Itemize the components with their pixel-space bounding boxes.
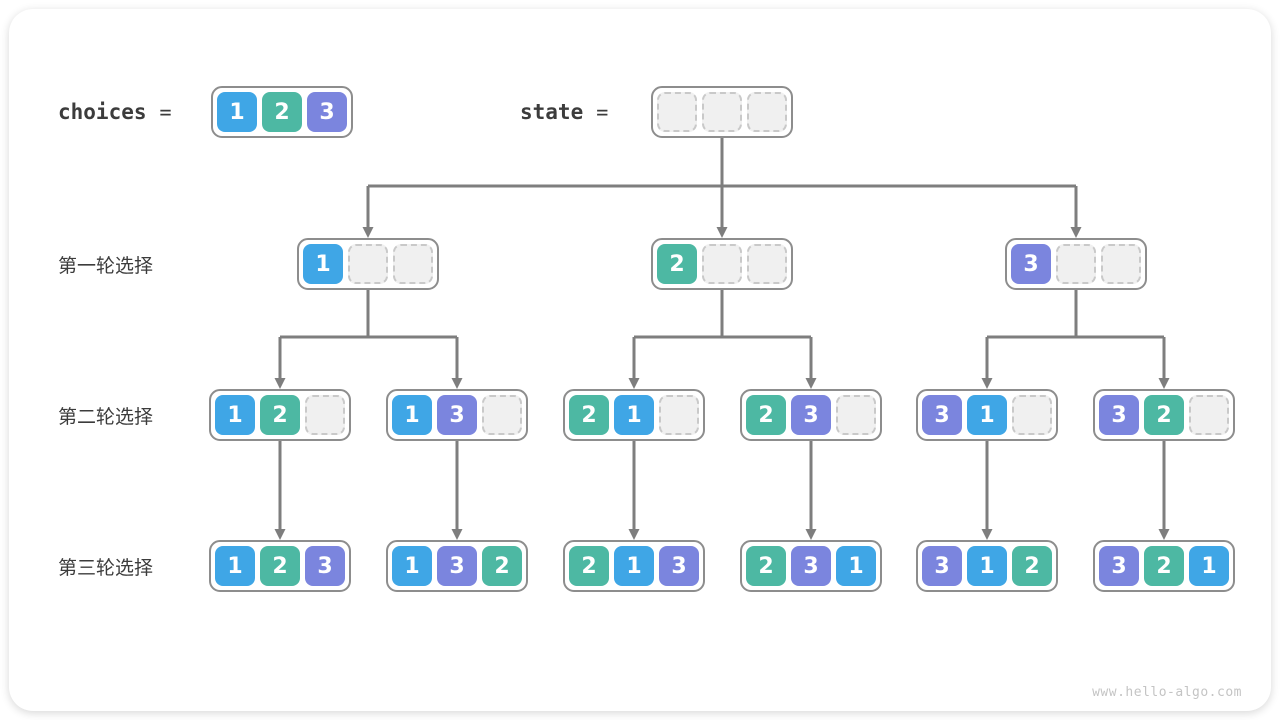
empty-cell (1056, 244, 1096, 284)
value-cell: 2 (746, 546, 786, 586)
value-cell: 1 (303, 244, 343, 284)
value-cell: 1 (215, 546, 255, 586)
row-label-round-3: 第三轮选择 (58, 557, 154, 579)
state-node: 1 (297, 238, 439, 290)
value-cell: 2 (569, 395, 609, 435)
value-cell: 1 (614, 395, 654, 435)
state-label: state (520, 100, 584, 124)
state-legend: state = (520, 86, 608, 138)
value-cell: 1 (217, 92, 257, 132)
value-cell: 2 (260, 546, 300, 586)
value-cell: 2 (1144, 546, 1184, 586)
empty-cell (1101, 244, 1141, 284)
empty-cell (659, 395, 699, 435)
connector-arrowhead (716, 227, 728, 238)
value-cell: 3 (305, 546, 345, 586)
empty-cell (305, 395, 345, 435)
value-cell: 3 (1011, 244, 1051, 284)
connector-arrowhead (1158, 529, 1170, 540)
value-cell: 3 (791, 546, 831, 586)
state-node: 2 (651, 238, 793, 290)
connector-arrowhead (628, 529, 640, 540)
value-cell: 1 (215, 395, 255, 435)
connector-arrowhead (451, 378, 463, 389)
state-box (651, 86, 793, 138)
empty-cell (747, 244, 787, 284)
connector-arrowhead (362, 227, 374, 238)
watermark: www.hello-algo.com (1092, 685, 1242, 700)
connector-arrowhead (1158, 378, 1170, 389)
value-cell: 3 (437, 546, 477, 586)
empty-cell (657, 92, 697, 132)
connector-arrowhead (805, 529, 817, 540)
state-equals-sign: = (596, 100, 609, 124)
connector-arrowhead (981, 378, 993, 389)
value-cell: 3 (307, 92, 347, 132)
value-cell: 1 (614, 546, 654, 586)
row-label-round-1: 第一轮选择 (58, 255, 154, 277)
value-cell: 2 (1012, 546, 1052, 586)
choices-legend: choices = (58, 86, 172, 138)
value-cell: 2 (1144, 395, 1184, 435)
value-cell: 1 (967, 395, 1007, 435)
connector-arrowhead (1070, 227, 1082, 238)
choices-label: choices (58, 100, 147, 124)
value-cell: 3 (922, 395, 962, 435)
empty-cell (393, 244, 433, 284)
empty-cell (482, 395, 522, 435)
value-cell: 2 (746, 395, 786, 435)
connector-arrowhead (981, 529, 993, 540)
state-node: 3 (1005, 238, 1147, 290)
value-cell: 1 (967, 546, 1007, 586)
connector-arrowhead (628, 378, 640, 389)
value-cell: 1 (836, 546, 876, 586)
empty-cell (702, 244, 742, 284)
connector-arrowhead (274, 529, 286, 540)
value-cell: 3 (437, 395, 477, 435)
empty-cell (836, 395, 876, 435)
value-cell: 3 (1099, 395, 1139, 435)
empty-cell (1012, 395, 1052, 435)
empty-cell (348, 244, 388, 284)
value-cell: 3 (922, 546, 962, 586)
empty-cell (1189, 395, 1229, 435)
value-cell: 1 (392, 395, 432, 435)
value-cell: 1 (1189, 546, 1229, 586)
value-cell: 3 (791, 395, 831, 435)
value-cell: 2 (262, 92, 302, 132)
connector-arrowhead (805, 378, 817, 389)
value-cell: 2 (657, 244, 697, 284)
empty-cell (702, 92, 742, 132)
value-cell: 2 (482, 546, 522, 586)
connector-arrowhead (451, 529, 463, 540)
value-cell: 3 (1099, 546, 1139, 586)
value-cell: 2 (260, 395, 300, 435)
connector-arrowhead (274, 378, 286, 389)
choices-equals-sign: = (159, 100, 172, 124)
empty-cell (747, 92, 787, 132)
value-cell: 1 (392, 546, 432, 586)
value-cell: 3 (659, 546, 699, 586)
value-cell: 2 (569, 546, 609, 586)
row-label-round-2: 第二轮选择 (58, 406, 154, 428)
